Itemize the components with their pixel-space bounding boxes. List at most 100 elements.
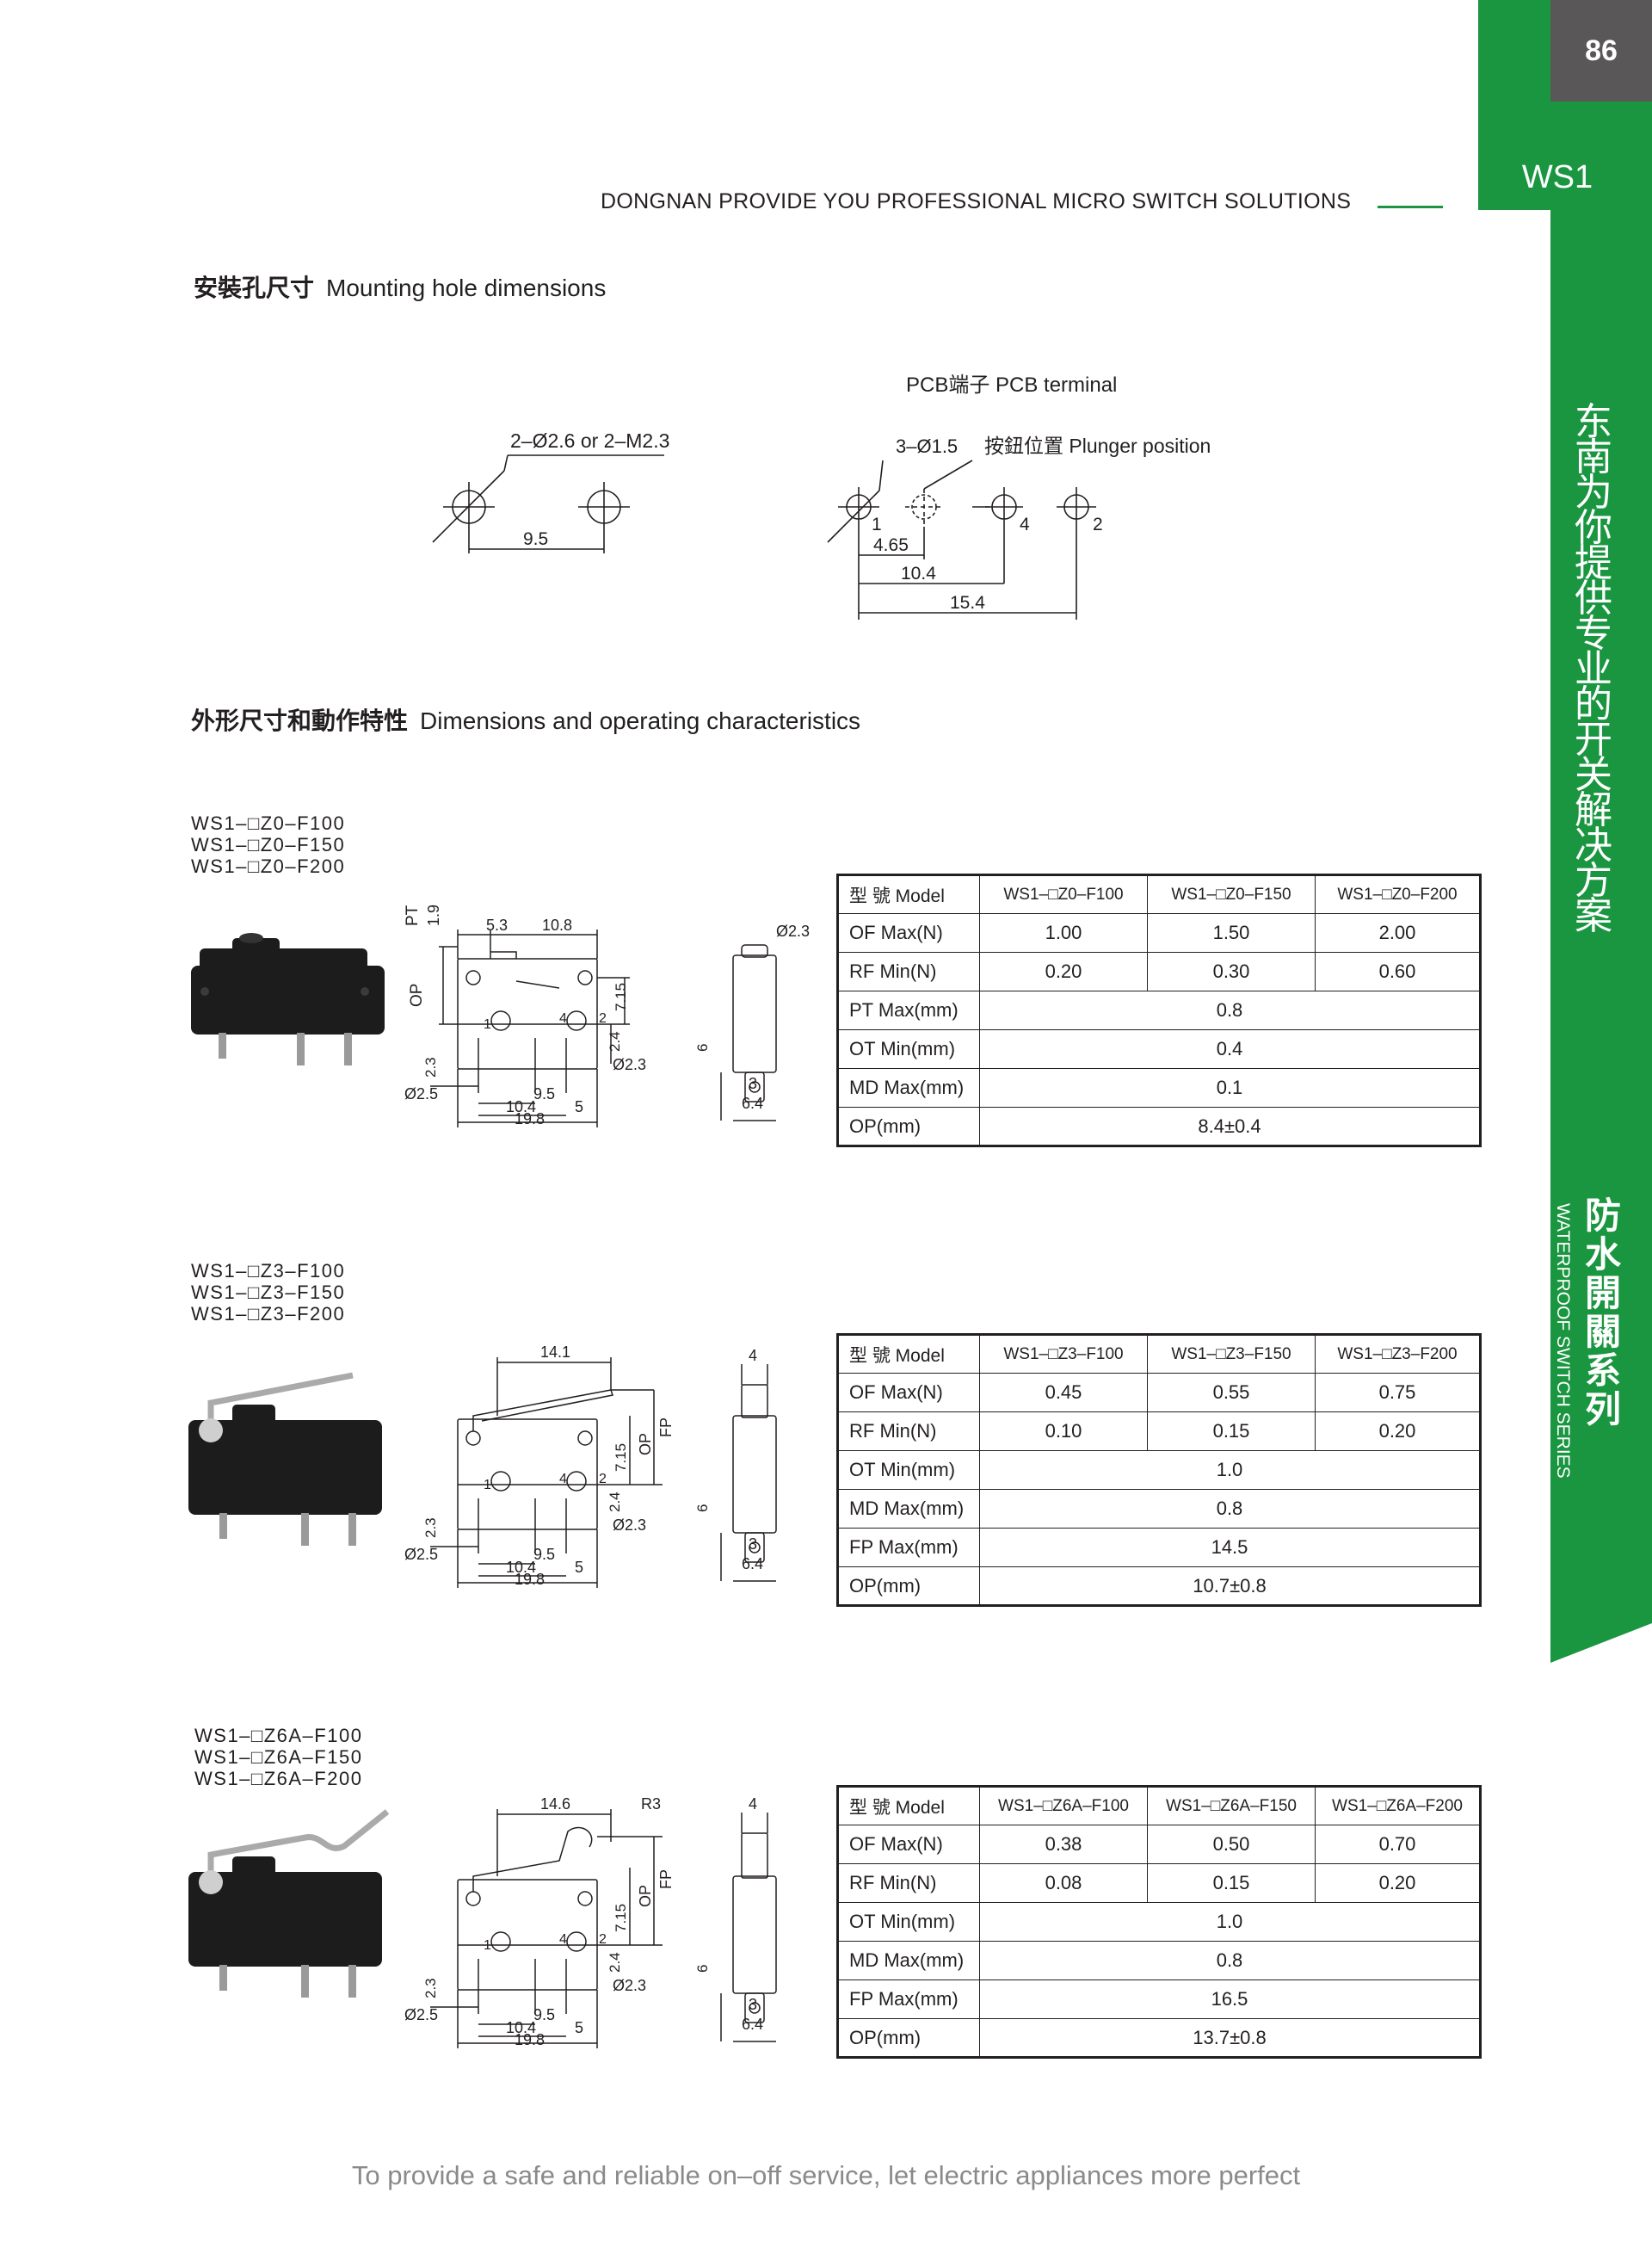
table-cell: 0.8	[979, 1941, 1481, 1980]
dim-op-label: OP	[408, 984, 426, 1007]
table-cell: 0.30	[1147, 952, 1316, 991]
header-rule	[1378, 206, 1443, 208]
table-cell: 0.75	[1315, 1373, 1481, 1412]
dimensions-title-en: Dimensions and operating characteristics	[420, 707, 861, 734]
table-cell: 8.4±0.4	[979, 1107, 1481, 1146]
table-cell: 0.38	[979, 1825, 1148, 1864]
table-cell: 14.5	[979, 1528, 1481, 1567]
table-header-cell: 型 號 Model	[837, 1334, 980, 1374]
dim-4: 4	[749, 1347, 757, 1364]
series-code: WS1	[1521, 159, 1593, 195]
table-cell: 0.15	[1147, 1863, 1316, 1903]
table-cell: 0.15	[1147, 1411, 1316, 1451]
table-cell: 0.8	[979, 1489, 1481, 1529]
model-name: WS1–□Z0–F100	[191, 812, 346, 834]
table-row: OT Min(mm) 1.0	[837, 1902, 1481, 1942]
dim-4: 4	[749, 1795, 757, 1813]
dim-19-8: 19.8	[515, 1110, 545, 1127]
pcb-terminal-title: PCB端子 PCB terminal	[906, 374, 1118, 397]
row-label: OP(mm)	[837, 1566, 980, 1606]
table-header-row: 型 號 Model WS1–□Z3–F100 WS1–□Z3–F150 WS1–…	[837, 1334, 1481, 1374]
table-header-cell: WS1–□Z3–F200	[1315, 1334, 1481, 1374]
table-row: RF Min(N) 0.20 0.30 0.60	[837, 952, 1481, 991]
dim-6-4: 6.4	[742, 1095, 763, 1112]
table-cell: 0.8	[979, 991, 1481, 1030]
dim-10-4: 10.4	[506, 1098, 536, 1115]
dim-5: 5	[575, 2019, 583, 2036]
switch-photo-z3	[188, 1372, 382, 1546]
row-label: OF Max(N)	[837, 1373, 980, 1412]
table-header-cell: WS1–□Z6A–F100	[979, 1786, 1148, 1825]
row-label: MD Max(mm)	[837, 1068, 980, 1108]
dim-fp-label: FP	[657, 1869, 675, 1889]
table-row: RF Min(N) 0.10 0.15 0.20	[837, 1411, 1481, 1451]
spec-table-z6a: 型 號 Model WS1–□Z6A–F100 WS1–□Z6A–F150 WS…	[836, 1785, 1482, 2059]
mounting-title-en: Mounting hole dimensions	[326, 275, 607, 301]
dim-fp-label: FP	[657, 1417, 675, 1437]
dim-phi-2-5: Ø2.5	[404, 1546, 438, 1563]
dim-2-4: 2.4	[607, 1031, 623, 1052]
dim-7-15: 7.15	[613, 983, 629, 1011]
dim-10-4: 10.4	[506, 2019, 536, 2036]
row-label: OF Max(N)	[837, 1825, 980, 1864]
table-cell: 0.20	[979, 952, 1148, 991]
pcb-hole-label: 3–Ø1.5	[896, 435, 958, 457]
row-label: OP(mm)	[837, 2018, 980, 2058]
table-row: OF Max(N) 0.38 0.50 0.70	[837, 1825, 1481, 1864]
table-cell: 0.08	[979, 1863, 1148, 1903]
dim-5: 5	[575, 1098, 583, 1115]
table-row: OT Min(mm) 1.0	[837, 1450, 1481, 1490]
dim-10-4: 10.4	[506, 1559, 536, 1576]
dim-19-8: 19.8	[515, 1571, 545, 1588]
drawing-pin-4: 4	[559, 1472, 567, 1486]
model-list-z6a: WS1–□Z6A–F100 WS1–□Z6A–F150 WS1–□Z6A–F20…	[194, 1725, 362, 1789]
table-header-cell: 型 號 Model	[837, 874, 980, 914]
dimensions-section-title: 外形尺寸和動作特性 Dimensions and operating charac…	[191, 702, 860, 737]
table-cell: 1.50	[1147, 913, 1316, 953]
dim-phi-2-3: Ø2.3	[613, 1516, 646, 1534]
table-row: MD Max(mm) 0.8	[837, 1489, 1481, 1529]
dim-14-1: 14.1	[540, 1343, 570, 1361]
pcb-dim-104: 10.4	[901, 564, 936, 584]
model-name: WS1–□Z6A–F150	[194, 1746, 363, 1768]
table-cell: 0.60	[1315, 952, 1481, 991]
table-cell: 0.20	[1315, 1863, 1481, 1903]
model-name: WS1–□Z0–F150	[191, 834, 346, 855]
table-row: OF Max(N) 0.45 0.55 0.75	[837, 1373, 1481, 1412]
row-label: MD Max(mm)	[837, 1489, 980, 1529]
table-row: OP(mm) 13.7±0.8	[837, 2018, 1481, 2058]
row-label: RF Min(N)	[837, 1863, 980, 1903]
table-cell: 0.55	[1147, 1373, 1316, 1412]
table-cell: 0.20	[1315, 1411, 1481, 1451]
dim-op-label: OP	[637, 1433, 654, 1455]
dim-2-4: 2.4	[607, 1952, 623, 1973]
table-row: FP Max(mm) 16.5	[837, 1980, 1481, 2019]
row-label: PT Max(mm)	[837, 991, 980, 1030]
dim-6-4: 6.4	[742, 1555, 763, 1572]
table-cell: 0.4	[979, 1029, 1481, 1069]
table-header-cell: WS1–□Z6A–F200	[1315, 1786, 1481, 1825]
footer-tagline: To provide a safe and reliable on–off se…	[351, 2160, 1301, 2190]
drawing-pin-4: 4	[559, 1932, 567, 1947]
table-header-cell: WS1–□Z0–F200	[1315, 874, 1481, 914]
drawing-pin-1: 1	[484, 1938, 491, 1953]
mounting-hole-pitch: 9.5	[523, 529, 548, 549]
dim-2-3: 2.3	[422, 1978, 439, 1998]
table-row: MD Max(mm) 0.8	[837, 1941, 1481, 1980]
model-name: WS1–□Z3–F200	[191, 1303, 346, 1325]
model-name: WS1–□Z3–F100	[191, 1260, 346, 1282]
model-list-z3: WS1–□Z3–F100 WS1–□Z3–F150 WS1–□Z3–F200	[191, 1260, 345, 1325]
drawing-pin-1: 1	[484, 1017, 491, 1032]
dimensions-title-cn: 外形尺寸和動作特性	[191, 707, 409, 735]
table-cell: 1.0	[979, 1450, 1481, 1490]
mounting-hole-drawing: 2–Ø2.6 or 2–M2.3 9.5 3–Ø1.5 按鈕位置 Plunger…	[432, 429, 1211, 620]
mounting-hole-label: 2–Ø2.6 or 2–M2.3	[510, 429, 669, 452]
dim-6: 6	[694, 1965, 711, 1973]
table-cell: 0.70	[1315, 1825, 1481, 1864]
row-label: OF Max(N)	[837, 913, 980, 953]
side-series-title: 防水開關系列	[1584, 1195, 1621, 1430]
dim-9-5: 9.5	[533, 1546, 555, 1563]
model-list-z0: WS1–□Z0–F100 WS1–□Z0–F150 WS1–□Z0–F200	[191, 812, 345, 877]
drawing-pin-1: 1	[484, 1478, 491, 1492]
